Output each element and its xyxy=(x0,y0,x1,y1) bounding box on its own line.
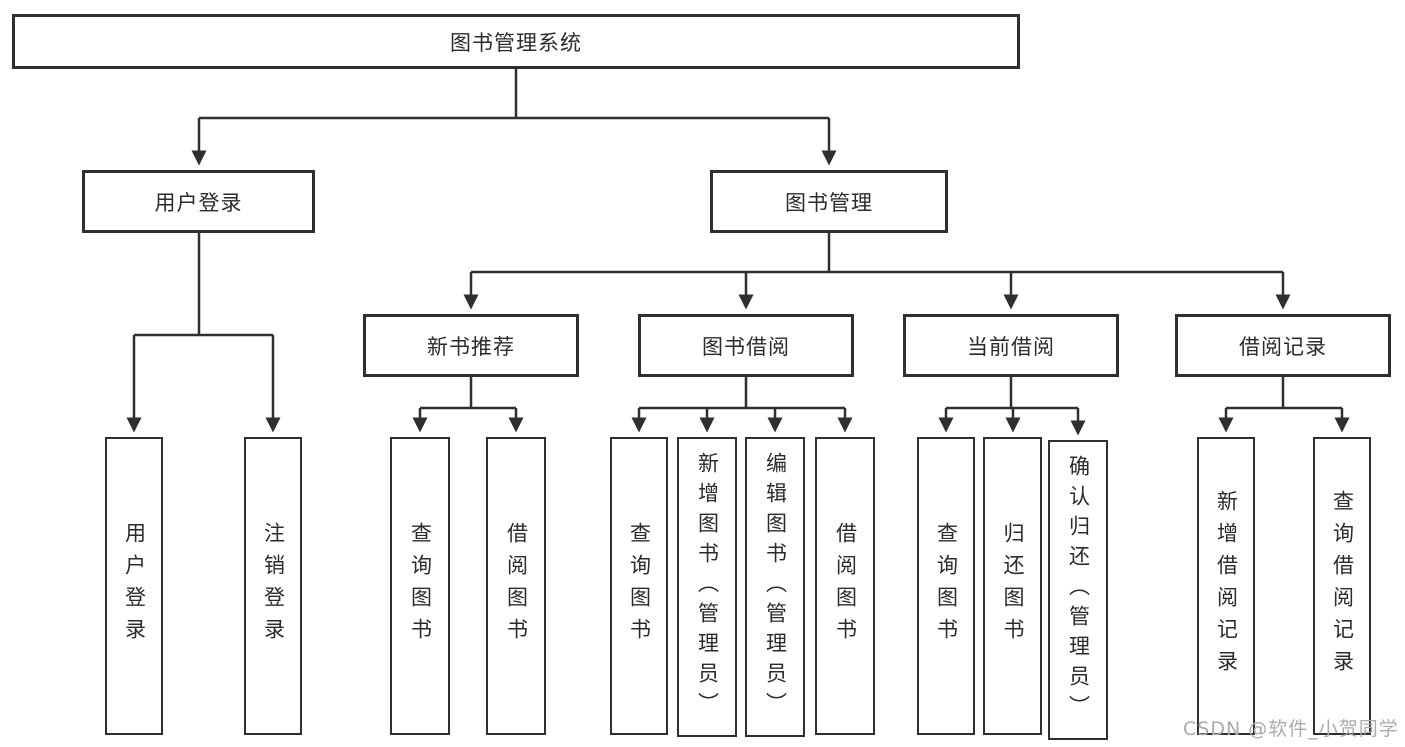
node-new-book-recommend: 新书推荐 xyxy=(363,314,579,377)
leaf-label: 借阅图书 xyxy=(833,522,858,650)
node-book-mgmt-label: 图书管理 xyxy=(785,190,873,215)
leaf-label: 归还图书 xyxy=(1001,522,1025,650)
edge-root-trunk xyxy=(199,68,829,120)
leaf-label: 借阅图书 xyxy=(504,522,529,650)
edge-new-book-rec-trunk xyxy=(420,377,516,410)
node-leaf-return-books: 归还图书 xyxy=(983,437,1042,735)
node-book-mgmt-module: 图书管理 xyxy=(710,170,948,233)
leaf-label: 注销登录 xyxy=(261,522,286,650)
node-leaf-confirm-return-admin: 确认归还（管理员） xyxy=(1048,440,1108,740)
node-leaf-add-borrow-record: 新增借阅记录 xyxy=(1197,437,1255,735)
node-user-login-module: 用户登录 xyxy=(82,170,315,233)
leaf-label: 查询图书 xyxy=(627,522,652,650)
node-borrow-record: 借阅记录 xyxy=(1175,314,1391,377)
node-leaf-logout-action: 注销登录 xyxy=(244,437,302,735)
node-leaf-edit-books-admin: 编辑图书（管理员） xyxy=(745,437,805,737)
node-borrow-record-label: 借阅记录 xyxy=(1239,334,1327,359)
node-leaf-query-books-recommend: 查询图书 xyxy=(390,437,450,735)
leaf-label: 查询图书 xyxy=(408,522,433,650)
node-book-borrow: 图书借阅 xyxy=(638,314,854,377)
node-user-login-label: 用户登录 xyxy=(154,190,243,215)
node-new-book-recommend-label: 新书推荐 xyxy=(427,334,515,359)
node-leaf-borrow-books-borrow: 借阅图书 xyxy=(815,437,875,735)
node-leaf-query-books-current: 查询图书 xyxy=(917,437,975,735)
node-leaf-query-borrow-record: 查询借阅记录 xyxy=(1313,437,1371,735)
node-leaf-query-books-borrow: 查询图书 xyxy=(610,437,668,735)
node-root-system: 图书管理系统 xyxy=(12,14,1020,69)
leaf-label: 编辑图书（管理员） xyxy=(763,452,788,722)
node-leaf-borrow-books-recommend: 借阅图书 xyxy=(486,437,546,735)
node-leaf-user-login-action: 用户登录 xyxy=(105,437,163,735)
leaf-label: 用户登录 xyxy=(122,522,147,650)
leaf-label: 新增借阅记录 xyxy=(1214,490,1239,682)
edge-borrow-record-trunk xyxy=(1226,377,1342,410)
leaf-label: 新增图书（管理员） xyxy=(695,452,720,722)
node-root-label: 图书管理系统 xyxy=(450,30,582,55)
leaf-label: 查询图书 xyxy=(934,522,959,650)
csdn-watermark: CSDN @软件_小贺同学 xyxy=(1183,718,1399,740)
edge-book-borrow-trunk xyxy=(639,377,845,410)
edge-book-mgmt-trunk xyxy=(471,233,1283,274)
node-leaf-add-books-admin: 新增图书（管理员） xyxy=(677,437,737,737)
node-current-borrow-label: 当前借阅 xyxy=(967,334,1055,359)
node-book-borrow-label: 图书借阅 xyxy=(702,334,790,359)
node-current-borrow: 当前借阅 xyxy=(903,314,1119,377)
edge-current-borrow-trunk xyxy=(946,377,1078,410)
edge-user-login-trunk xyxy=(134,233,273,337)
leaf-label: 查询借阅记录 xyxy=(1330,490,1355,682)
leaf-label: 确认归还（管理员） xyxy=(1066,455,1091,725)
